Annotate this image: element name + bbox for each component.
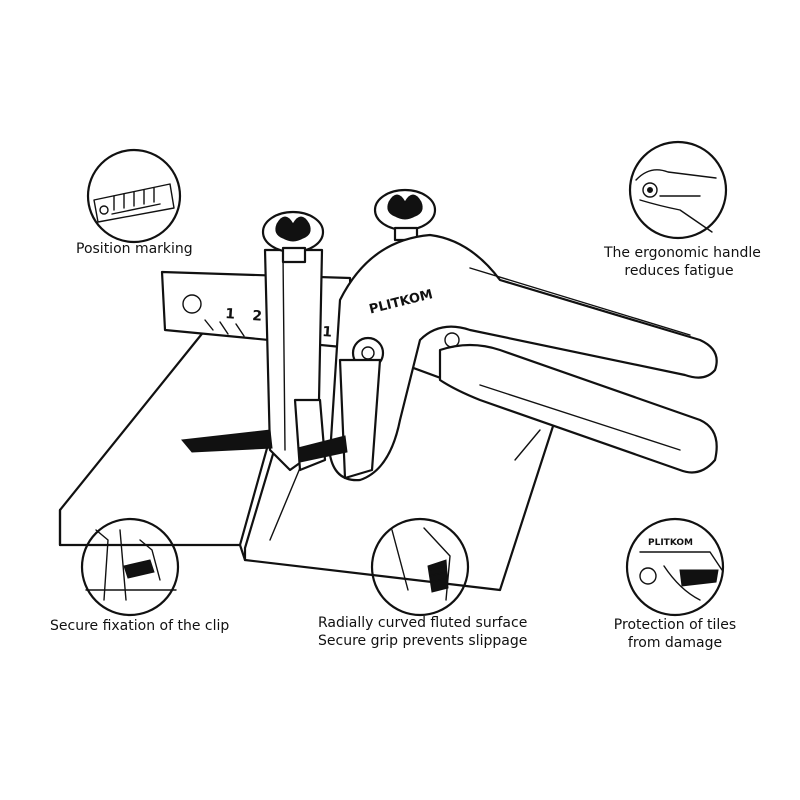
caption-position-marking: Position marking: [76, 241, 193, 257]
caption-protection-line1: Protection of tiles: [613, 617, 737, 633]
brand-label-small: PLITKOM: [648, 538, 693, 548]
callout-fixation: [80, 517, 180, 617]
left-clamp: [181, 210, 327, 472]
caption-fluted-surface-line1: Radially curved fluted surface: [318, 615, 528, 631]
callout-fluted-surface: [370, 517, 470, 617]
caption-fluted-surface: Radially curved fluted surface Secure gr…: [318, 614, 528, 650]
caption-ergonomic-handle-line1: The ergonomic handle: [604, 245, 761, 261]
plier-body: PLITKOM: [297, 188, 718, 482]
caption-ergonomic-handle-line2: reduces fatigue: [624, 263, 734, 279]
caption-ergonomic-handle: The ergonomic handle reduces fatigue: [604, 244, 761, 280]
callout-ergonomic-handle: [628, 140, 728, 240]
clip-fixation-icon: [85, 529, 177, 601]
plier-handle-icon: [635, 169, 717, 233]
scale-mark: 1: [225, 306, 236, 323]
callout-protection: PLITKOM: [625, 517, 725, 617]
caption-protection-line2: from damage: [627, 635, 723, 651]
ruler-scale-icon: [93, 183, 175, 223]
caption-fixation: Secure fixation of the clip: [50, 618, 230, 634]
callout-position-marking: [86, 148, 182, 244]
scale-rail: 1 2 1: [160, 270, 354, 350]
caption-fluted-surface-line2: Secure grip prevents slippage: [318, 633, 528, 649]
protective-pad-icon: PLITKOM: [639, 538, 723, 601]
scale-mark: 1: [322, 324, 333, 341]
scale-mark: 2: [252, 308, 263, 325]
fluted-jaw-icon: [391, 527, 451, 601]
caption-protection: Protection of tiles from damage: [610, 616, 740, 652]
